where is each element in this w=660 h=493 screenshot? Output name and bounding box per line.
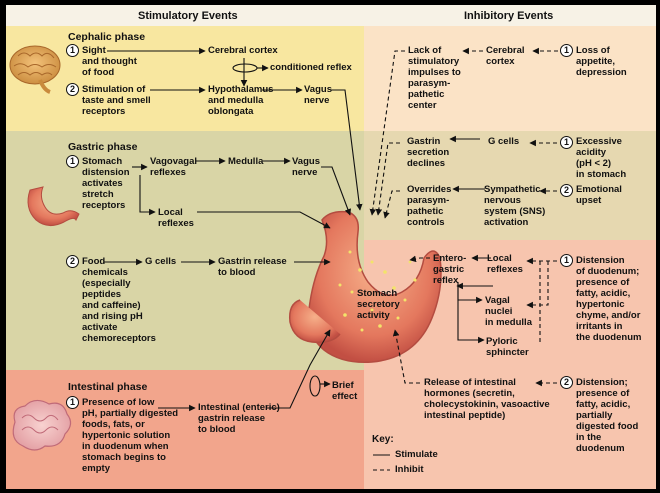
inhibit-cortex-text: Cerebral cortex bbox=[486, 45, 525, 67]
gastric-distension-text: Stomach distension activates stretch rec… bbox=[82, 156, 130, 211]
brain-icon bbox=[9, 45, 61, 94]
gastric-vagus-text: Vagus nerve bbox=[292, 156, 320, 178]
step-1-cephalic: 1 bbox=[66, 44, 79, 57]
inhibit-gcells-text: G cells bbox=[488, 136, 520, 147]
loss-of-appetite-text: Loss of appetite, depression bbox=[576, 45, 627, 78]
step-2-inhibit-intestinal: 2 bbox=[560, 376, 573, 389]
large-stomach-illustration bbox=[288, 210, 442, 363]
medulla-text: Medulla bbox=[228, 156, 264, 167]
excessive-acidity-text: Excessive acidity (pH < 2) in stomach bbox=[576, 136, 627, 180]
food-chemicals-text: Food chemicals (especially peptides and … bbox=[82, 256, 156, 344]
cephalic-vagus-text: Vagus nerve bbox=[304, 84, 332, 106]
header-band bbox=[6, 5, 656, 26]
inhibitory-events-header: Inhibitory Events bbox=[464, 10, 554, 22]
gastrin-declines-text: Gastrin secretion declines bbox=[407, 136, 450, 169]
step-1-inhibit-cephalic: 1 bbox=[560, 44, 573, 57]
intestine-icon bbox=[12, 399, 72, 451]
step-1-inhibit-gastric: 1 bbox=[560, 136, 573, 149]
stimulatory-events-header: Stimulatory Events bbox=[138, 10, 238, 22]
cephalic-panel-left bbox=[6, 26, 364, 131]
brief-effect-text: Brief effect bbox=[332, 380, 358, 402]
inhibit-local-reflexes-text: Local reflexes bbox=[487, 253, 523, 275]
gastric-gcells-text: G cells bbox=[145, 256, 177, 267]
gastrin-release-text: Gastrin release to blood bbox=[218, 256, 287, 278]
distension-presence-text: Distension; presence of fatty, acidic, p… bbox=[576, 377, 639, 454]
cephalic-panel-right bbox=[364, 26, 656, 131]
enteric-gastrin-text: Intestinal (enteric) gastrin release to … bbox=[198, 402, 280, 435]
step-2-gastric: 2 bbox=[66, 255, 79, 268]
duodenum-distension-text: Distension of duodenum; presence of fatt… bbox=[576, 255, 642, 343]
sympathetic-text: Sympathetic nervous system (SNS) activat… bbox=[484, 184, 546, 228]
stomach-secretory-label: Stomach secretory activity bbox=[357, 288, 400, 321]
vagovagal-text: Vagovagal reflexes bbox=[150, 156, 197, 178]
lack-of-stimulatory-text: Lack of stimulatory impulses to parasym-… bbox=[408, 45, 461, 111]
small-stomach-icon bbox=[27, 186, 80, 226]
step-2-inhibit-gastric: 2 bbox=[560, 184, 573, 197]
gastric-phase-title: Gastric phase bbox=[68, 141, 138, 153]
step-1-inhibit-intestinal: 1 bbox=[560, 254, 573, 267]
vagal-nuclei-text: Vagal nuclei in medulla bbox=[485, 295, 532, 328]
enterogastric-reflex-text: Entero- gastric reflex bbox=[433, 253, 467, 286]
step-2-cephalic: 2 bbox=[66, 83, 79, 96]
pyloric-sphincter-text: Pyloric sphincter bbox=[486, 336, 529, 358]
gastric-panel-right-top bbox=[364, 131, 656, 240]
key-inhibit-label: Inhibit bbox=[395, 464, 424, 475]
intestinal-presence-text: Presence of low pH, partially digested f… bbox=[82, 397, 179, 474]
intestinal-panel-right bbox=[364, 240, 656, 489]
cephalic-cortex-text: Cerebral cortex bbox=[208, 45, 278, 56]
hypothalamus-text: Hypothalamus and medulla oblongata bbox=[208, 84, 274, 117]
cephalic-sight-text: Sight and thought of food bbox=[82, 45, 137, 78]
cephalic-phase-title: Cephalic phase bbox=[68, 31, 146, 43]
step-1-intestinal: 1 bbox=[66, 396, 79, 409]
intestinal-phase-title: Intestinal phase bbox=[68, 381, 148, 393]
key-stimulate-label: Stimulate bbox=[395, 449, 438, 460]
overrides-text: Overrides parasym- pathetic controls bbox=[407, 184, 452, 228]
step-1-gastric: 1 bbox=[66, 155, 79, 168]
conditioned-reflex-text: conditioned reflex bbox=[270, 62, 352, 73]
key-title: Key: bbox=[372, 434, 394, 445]
emotional-upset-text: Emotional upset bbox=[576, 184, 622, 206]
cephalic-taste-text: Stimulation of taste and smell receptors bbox=[82, 84, 151, 117]
gastric-local-reflexes-text: Local reflexes bbox=[158, 207, 194, 229]
intestinal-hormones-text: Release of intestinal hormones (secretin… bbox=[424, 377, 550, 421]
